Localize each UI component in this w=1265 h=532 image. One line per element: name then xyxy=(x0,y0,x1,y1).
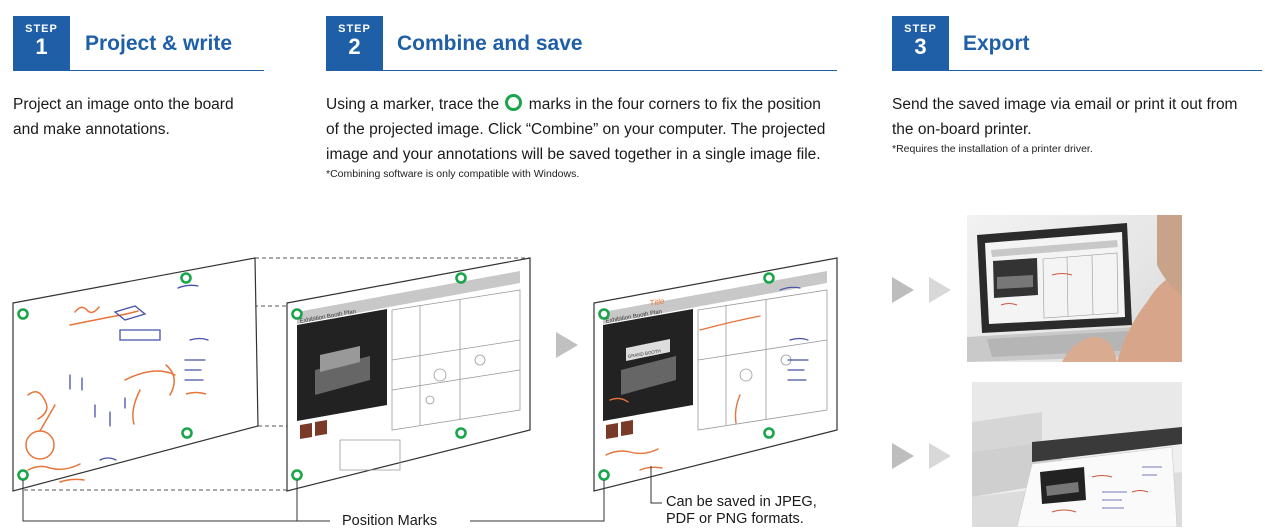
board-projected: Exhibition Booth Plan xyxy=(286,257,531,492)
step-3-underline xyxy=(892,70,1262,71)
step-3-note: *Requires the installation of a printer … xyxy=(892,143,1093,155)
position-mark-icon xyxy=(505,94,523,111)
step-3-description: Send the saved image via email or print … xyxy=(892,92,1252,156)
svg-text:GRAND BOOTH: GRAND BOOTH xyxy=(627,348,661,359)
double-arrow-icon xyxy=(892,443,951,469)
step-2-description: Using a marker, trace the marks in the f… xyxy=(326,94,826,180)
position-marks xyxy=(17,272,193,481)
arrow-right-icon xyxy=(556,332,578,358)
svg-text:Title: Title xyxy=(649,296,666,308)
step-1-description: Project an image onto the board and make… xyxy=(13,96,234,138)
board-annotations xyxy=(12,257,259,492)
position-marks-label: Position Marks xyxy=(338,513,442,530)
position-marks-connector xyxy=(22,466,662,522)
step-badge: STEP 1 xyxy=(13,16,70,70)
printer-photo xyxy=(972,382,1182,527)
step-3-title: Export xyxy=(963,32,1030,55)
position-marks xyxy=(598,272,775,481)
board-combined: Exhibition Booth Plan Title GRAND BOOTH xyxy=(593,257,838,492)
step-badge: STEP 2 xyxy=(326,16,383,70)
laptop-photo xyxy=(967,215,1182,362)
step-1-underline xyxy=(13,70,264,71)
step-2-underline xyxy=(326,70,837,71)
step-2-title: Combine and save xyxy=(397,32,583,55)
step-1-title: Project & write xyxy=(85,32,233,55)
formats-label: Can be saved in JPEG, PDF or PNG formats… xyxy=(666,494,866,528)
step-2-note: *Combining software is only compatible w… xyxy=(326,168,580,180)
position-marks xyxy=(291,272,467,481)
step-badge: STEP 3 xyxy=(892,16,949,70)
double-arrow-icon xyxy=(892,277,951,303)
